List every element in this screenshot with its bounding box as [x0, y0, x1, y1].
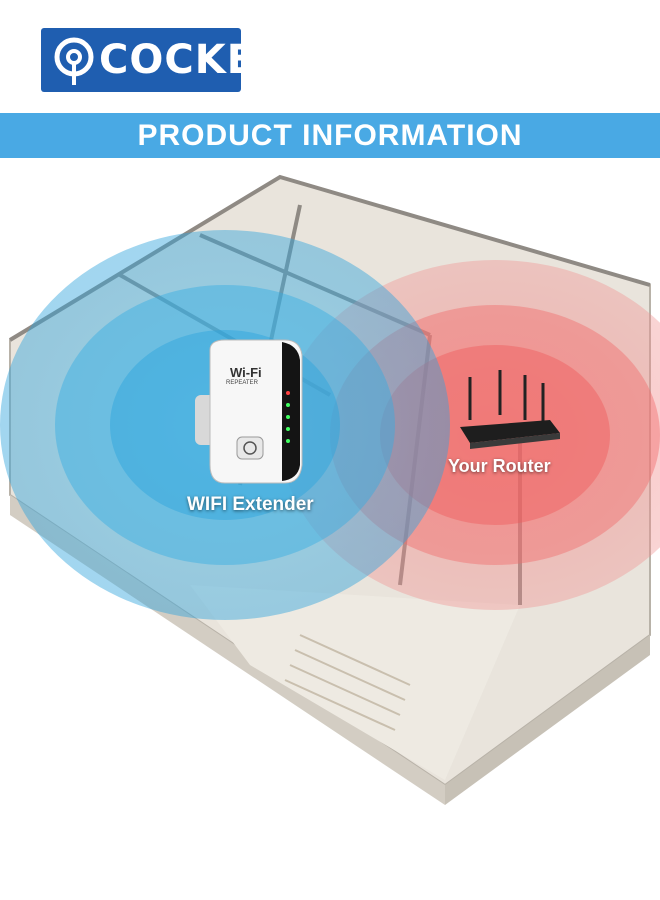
floor-plan-illustration: [0, 174, 660, 805]
wifi-extender-device: [195, 339, 303, 484]
brand-logo: COCKEY: [41, 28, 284, 92]
banner-title: PRODUCT INFORMATION: [137, 118, 523, 152]
staircase: [284, 634, 411, 731]
section-banner: PRODUCT INFORMATION: [0, 113, 660, 158]
device-model-text: REPEATER: [226, 380, 258, 386]
device-brand-text: Wi-Fi: [230, 365, 262, 380]
router-label: Your Router: [448, 456, 551, 476]
extender-label: WIFI Extender: [187, 494, 314, 515]
brand-name: COCKEY: [99, 37, 285, 83]
router-device: [460, 370, 560, 449]
location-pin-icon: [54, 37, 94, 85]
